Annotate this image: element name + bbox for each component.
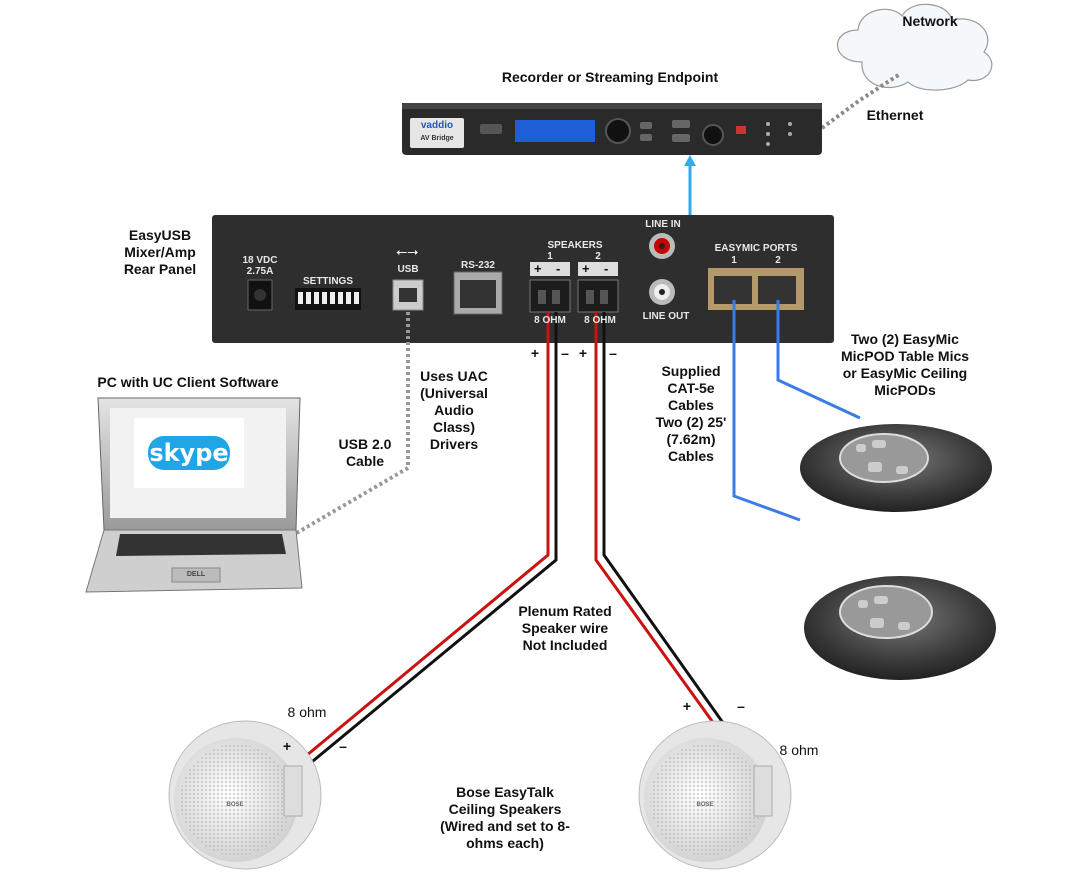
speaker-wire-left: [282, 312, 558, 782]
laptop-brand: DELL: [186, 571, 206, 578]
cat5-cable-1: [732, 300, 801, 522]
speaker-2-minus: -: [604, 261, 609, 276]
rs232-label: RS-232: [461, 260, 495, 271]
network-label: Network: [902, 13, 958, 29]
recorder-model-text: AV Bridge: [420, 135, 454, 142]
ethernet-label: Ethernet: [866, 107, 924, 123]
left-speaker-ohm: 8 ohm: [287, 704, 327, 720]
easymic-port-1: 1: [731, 255, 737, 266]
polarity-plus-2: +: [578, 345, 588, 361]
recorder-brand: vaddio AV Bridge: [412, 120, 462, 145]
ethernet-cable: [820, 72, 902, 130]
speaker-wire-right: [594, 312, 762, 779]
usb-icon: ⭠⭢: [396, 244, 419, 260]
mixer-rear-panel: [212, 215, 834, 343]
right-speaker-plus: +: [682, 698, 692, 714]
power-label: 18 VDC 2.75A: [242, 255, 278, 277]
polarity-minus-1: –: [561, 345, 569, 361]
line-in-label: LINE IN: [645, 219, 681, 230]
speakers-caption: Bose EasyTalk Ceiling Speakers (Wired an…: [440, 784, 570, 851]
usb-port-label: USB: [397, 264, 419, 275]
network-cloud: [836, 3, 993, 91]
right-speaker-minus: –: [737, 698, 745, 714]
micpod-2: [804, 576, 996, 680]
polarity-minus-2: –: [609, 345, 617, 361]
ceiling-speaker-right: [638, 720, 792, 870]
usb-cable-label: USB 2.0 Cable: [338, 436, 392, 469]
easymic-ports-label: EASYMIC PORTS: [714, 243, 798, 254]
easymic-port-2: 2: [775, 255, 781, 266]
right-speaker-ohm: 8 ohm: [779, 742, 819, 758]
mixer-caption: EasyUSB Mixer/Amp Rear Panel: [123, 227, 197, 277]
speaker-2-ohm: 8 OHM: [584, 315, 616, 326]
recorder-title: Recorder or Streaming Endpoint: [501, 69, 719, 85]
ceiling-speaker-left: [168, 720, 322, 870]
line-out-label: LINE OUT: [642, 311, 690, 322]
uac-label: Uses UAC (Universal Audio Class) Drivers: [420, 368, 488, 452]
skype-logo-text: skype: [149, 439, 229, 467]
pc-title: PC with UC Client Software: [97, 374, 279, 390]
right-speaker-brand: BOSE: [696, 802, 714, 808]
recorder-brand-text: vaddio: [420, 120, 454, 131]
cat5-label: Supplied CAT-5e Cables Two (2) 25' (7.62…: [655, 363, 727, 464]
polarity-plus-1: +: [530, 345, 540, 361]
micpod-1: [800, 424, 992, 512]
speaker-1-minus: -: [556, 261, 561, 276]
skype-logo: [134, 418, 244, 488]
speaker-1-number: 1: [547, 251, 553, 262]
speaker-1-ohm: 8 OHM: [534, 315, 566, 326]
usb-cable: [286, 312, 410, 540]
speaker-2-plus: +: [582, 261, 590, 276]
speaker-wire-label: Plenum Rated Speaker wire Not Included: [518, 603, 612, 653]
mics-label: Two (2) EasyMic MicPOD Table Mics or Eas…: [840, 331, 970, 398]
settings-label: SETTINGS: [302, 276, 353, 287]
speaker-2-number: 2: [595, 251, 601, 262]
left-speaker-brand: BOSE: [226, 802, 244, 808]
speakers-header: SPEAKERS: [547, 240, 603, 251]
recorder-device: [402, 103, 822, 155]
left-speaker-plus: +: [282, 738, 292, 754]
speaker-1-plus: +: [534, 261, 542, 276]
cat5-cable-2: [776, 300, 861, 420]
left-speaker-minus: –: [339, 738, 347, 754]
